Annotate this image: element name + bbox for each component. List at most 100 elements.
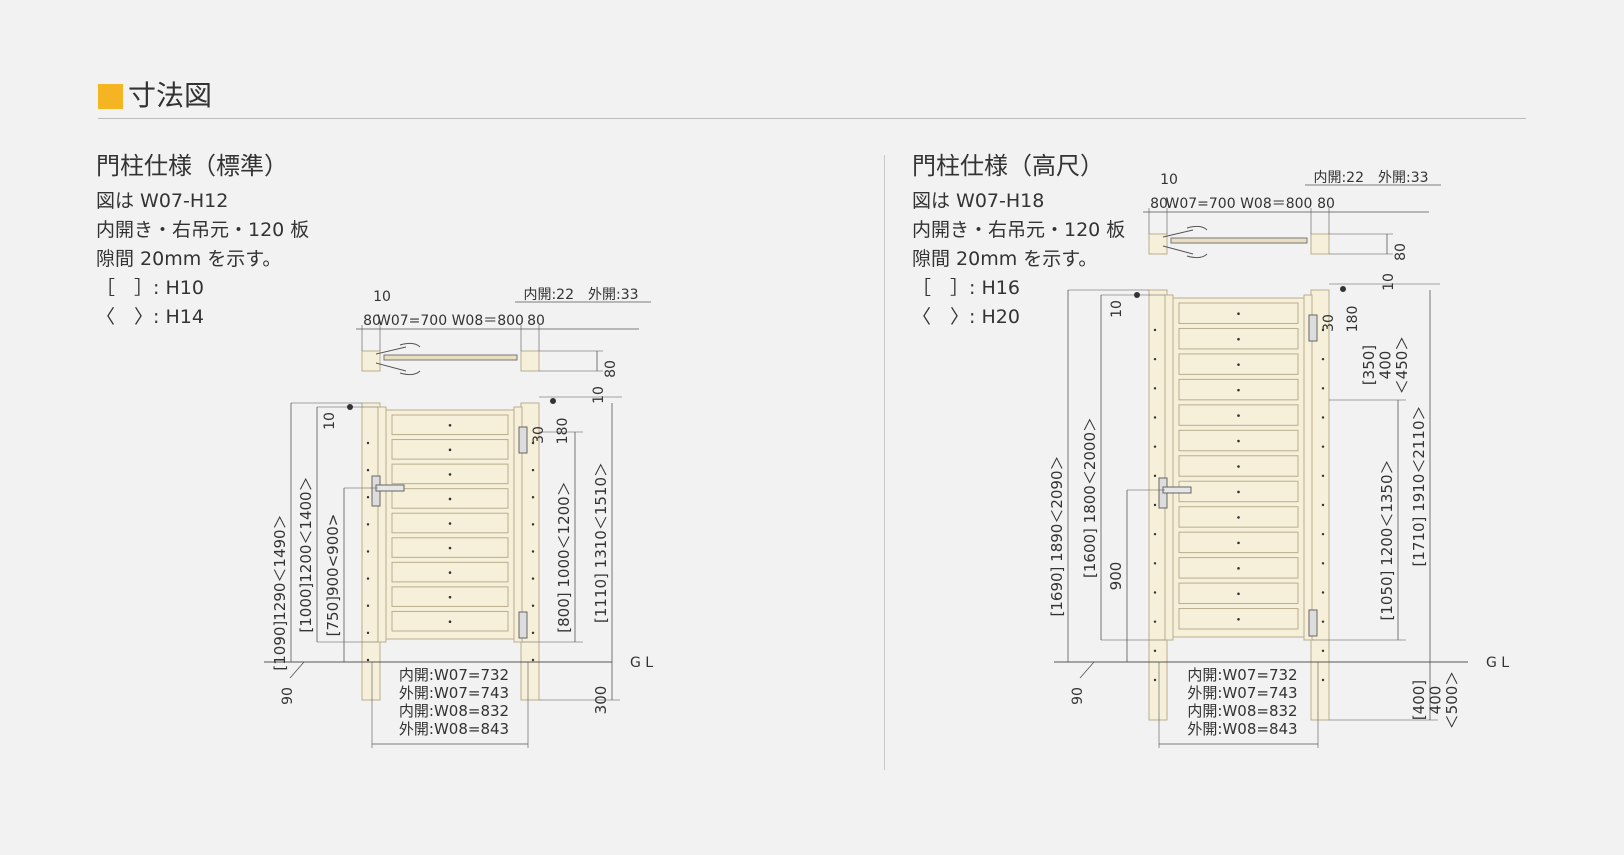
dimension-label-line: [1110] 1310＜1510＞ <box>592 462 610 623</box>
post-screw <box>1153 387 1157 390</box>
post-screw <box>1153 416 1157 419</box>
dimension-label-line: 400 <box>1377 351 1395 380</box>
dimension-label-line: [800] 1000＜1200＞ <box>555 481 573 632</box>
dim-label-post-height: [1110] 1310＜1510＞ <box>592 462 610 623</box>
post-screw <box>1321 591 1325 594</box>
dimension-dot <box>1340 286 1346 292</box>
hinge <box>1308 314 1318 342</box>
post-screw <box>1321 328 1325 332</box>
post-screw <box>366 631 370 635</box>
dimension-label-line: G L <box>630 655 653 671</box>
dimension-label-line: 80 <box>603 360 619 378</box>
dimension-label-line: [400] <box>1410 680 1428 720</box>
dim-label-10-left: 10 <box>322 412 338 430</box>
dim-label-width-3: 外開:W08=843 <box>1187 720 1297 738</box>
dimension-label-line: 30 <box>531 426 547 444</box>
handle-lever <box>1162 486 1192 494</box>
section-header: 寸法図 <box>98 78 1526 119</box>
post-screw <box>1153 678 1157 682</box>
left-post-plan <box>1148 233 1168 255</box>
dimension-label-line: 外開:W08=843 <box>1187 720 1297 738</box>
gl-label: G L <box>630 655 653 671</box>
dimension-label-line: 80 <box>1150 196 1168 212</box>
dimension-label-line: 180 <box>1345 306 1361 333</box>
dimension-label-line: 外開:W07=743 <box>1187 684 1297 702</box>
post-screw <box>1153 591 1157 594</box>
dim-label-handle-height: [750]900<900> <box>324 514 342 637</box>
right-spec-line: 隙間 20mm を示す。 <box>912 248 1098 270</box>
slat-screw <box>1237 439 1240 443</box>
latch-arc <box>399 342 421 348</box>
dimension-label-line: [1690] 1890＜2090＞ <box>1048 456 1066 617</box>
dimension-label-line: 90 <box>280 687 296 705</box>
slat-screw <box>1237 312 1240 316</box>
gate-stile-left <box>377 406 387 643</box>
dim-label-panel-height: [1600] 1800＜2000＞ <box>1081 417 1099 578</box>
dimension-label-line: W07=700 W08＝800 <box>377 313 524 329</box>
dim-label-width: W07=700 W08＝800 <box>377 313 524 329</box>
slat-screw <box>448 448 452 452</box>
dimension-dot <box>550 398 556 404</box>
right-spec-text: 門柱仕様（高尺） 図は W07-H18 内開き・右吊元・120 板 隙間 20m… <box>912 151 1125 332</box>
slat-screw <box>1237 516 1240 519</box>
post-screw <box>1321 416 1325 419</box>
post-screw <box>366 577 370 580</box>
latch-arc <box>1186 253 1208 259</box>
dim-label-10-left: 10 <box>1109 300 1125 318</box>
hinge-arm <box>1162 245 1194 255</box>
dim-label-right-height: [800] 1000＜1200＞ <box>555 481 573 632</box>
post-screw <box>531 496 535 499</box>
right-post <box>1310 289 1330 721</box>
left-spec-line: 〈 〉: H14 <box>96 306 204 328</box>
dim-label-90: 90 <box>280 687 296 705</box>
dimension-label-line: 10 <box>1381 273 1397 291</box>
right-spec-line: 〈 〉: H20 <box>912 306 1020 328</box>
right-spec-line: ［ ］: H16 <box>912 277 1020 299</box>
left-spec-title: 門柱仕様（標準） <box>96 152 288 180</box>
gate-plan <box>1170 237 1308 244</box>
post-screw <box>366 658 370 662</box>
post-screw <box>531 441 535 445</box>
left-spec-line: ［ ］: H10 <box>96 277 204 299</box>
dim-label-width-2: 内開:W08=832 <box>1187 702 1297 720</box>
hinge <box>518 426 528 454</box>
hinge <box>518 611 528 639</box>
post-screw <box>1153 328 1157 332</box>
dim-label-upper-gap: [350]400＜450＞ <box>1360 336 1411 395</box>
post-screw <box>1321 445 1325 448</box>
handle-lever <box>375 484 405 492</box>
gate-plan <box>383 354 518 361</box>
post-screw <box>1321 562 1325 565</box>
dim-label-post-depth: 300 <box>592 686 610 715</box>
dim-label-width: W07=700 W08＝800 <box>1166 196 1313 212</box>
post-screw <box>1321 649 1325 653</box>
dimension-label-line: 内開:W07=732 <box>399 666 509 684</box>
dimension-label-line: 10 <box>591 386 607 404</box>
slat-screw <box>1237 388 1240 392</box>
dim-label-10: 10 <box>373 289 391 305</box>
post-screw <box>366 441 370 445</box>
post-screw <box>531 550 535 553</box>
post-screw <box>1321 678 1325 682</box>
dimension-label-line: 内開:22 外開:33 <box>523 287 638 303</box>
post-screw <box>1153 649 1157 653</box>
ground-leader <box>1079 661 1095 679</box>
dimension-label-line: [1710] 1910＜2110＞ <box>1410 406 1428 567</box>
dimension-label-line: 10 <box>1160 172 1178 188</box>
right-spec-line: 内開き・右吊元・120 板 <box>912 219 1126 241</box>
dimension-label-line: [1600] 1800＜2000＞ <box>1081 417 1099 578</box>
dimension-label-line: 300 <box>592 686 610 715</box>
post-screw <box>531 604 535 607</box>
left-spec-line: 内開き・右吊元・120 板 <box>96 219 310 241</box>
slat-screw <box>1237 567 1240 570</box>
slat-screw <box>448 571 452 574</box>
dim-label-width-2: 内開:W08=832 <box>399 702 509 720</box>
dimension-label-line: [1000]1200＜1400＞ <box>297 476 315 632</box>
left-spec-text: 門柱仕様（標準） 図は W07-H12 内開き・右吊元・120 板 隙間 20m… <box>96 151 309 332</box>
ground-leader <box>289 661 305 679</box>
post-screw <box>366 604 370 607</box>
post-screw <box>366 550 370 553</box>
